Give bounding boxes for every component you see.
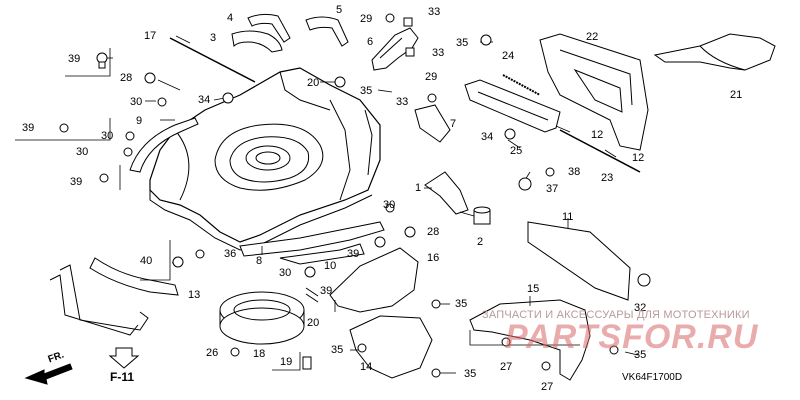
callout-1: 1 — [415, 182, 422, 194]
part-14-guard — [349, 315, 433, 379]
callout-39: 39 — [320, 285, 333, 297]
callout-27: 27 — [500, 361, 513, 373]
callout-20: 20 — [307, 317, 320, 329]
callout-18: 18 — [253, 348, 266, 360]
part-13-strap — [49, 257, 179, 336]
callout-35: 35 — [634, 349, 647, 361]
figure-reference-label: F-11 — [110, 370, 135, 384]
callout-30: 30 — [76, 146, 89, 158]
part-8-10-rods — [239, 221, 385, 265]
part-11-flap — [527, 221, 631, 301]
callout-33: 33 — [396, 96, 409, 108]
callout-30: 30 — [279, 267, 292, 279]
part-9-strap — [129, 117, 199, 173]
callout-14: 14 — [360, 361, 373, 373]
front-direction-arrow — [24, 363, 73, 385]
callout-19: 19 — [280, 356, 293, 368]
leader-lines — [107, 35, 639, 374]
part-18-rotor — [219, 291, 305, 345]
callout-10: 10 — [324, 260, 337, 272]
callout-37: 37 — [546, 183, 559, 195]
callout-24: 24 — [502, 50, 515, 62]
callout-26: 26 — [206, 347, 219, 359]
callout-5: 5 — [336, 4, 343, 16]
watermark-logo: PARTSFOR.RU — [505, 318, 759, 356]
callout-4: 4 — [227, 12, 234, 24]
callout-39: 39 — [347, 248, 360, 260]
callout-35: 35 — [456, 37, 469, 49]
callout-3: 3 — [210, 32, 217, 44]
callout-2: 2 — [477, 236, 484, 248]
callout-38: 38 — [568, 166, 581, 178]
callout-12: 12 — [632, 152, 645, 164]
part-15-cover — [469, 299, 591, 381]
callout-33: 33 — [428, 6, 441, 18]
callout-34: 34 — [198, 94, 211, 106]
part-25-rail — [464, 79, 561, 133]
part-21-handle — [653, 33, 776, 71]
callout-29: 29 — [360, 13, 373, 25]
callout-11: 11 — [562, 211, 574, 223]
callout-33: 33 — [432, 47, 445, 59]
grouping-brackets — [15, 48, 580, 371]
callout-20: 20 — [307, 77, 320, 89]
callout-30: 30 — [130, 96, 143, 108]
callout-6: 6 — [367, 36, 374, 48]
callout-32: 32 — [634, 302, 647, 314]
part-1-lever — [424, 171, 469, 215]
callout-15: 15 — [527, 283, 540, 295]
callout-29: 29 — [425, 71, 438, 83]
callout-27: 27 — [541, 381, 554, 393]
part-24-spring — [502, 74, 541, 96]
callout-35: 35 — [360, 85, 373, 97]
callout-23: 23 — [601, 172, 614, 184]
callout-39: 39 — [70, 176, 83, 188]
part-16-guard — [329, 247, 419, 313]
callout-35: 35 — [331, 344, 344, 356]
callout-39: 39 — [68, 53, 81, 65]
callout-25: 25 — [510, 145, 523, 157]
callout-13: 13 — [188, 289, 201, 301]
callout-16: 16 — [427, 252, 440, 264]
reference-arrow — [108, 347, 140, 369]
callout-39: 39 — [22, 122, 35, 134]
callout-40: 40 — [140, 255, 153, 267]
callout-12: 12 — [591, 129, 604, 141]
callout-7: 7 — [450, 118, 457, 130]
fasteners — [59, 34, 651, 378]
part-6-clip — [371, 13, 419, 71]
part-7-bracket — [414, 104, 451, 143]
callout-35: 35 — [455, 298, 468, 310]
callout-34: 34 — [481, 131, 494, 143]
watermark-caption: ЗАПЧАСТИ И АКСЕССУАРЫ ДЛЯ МОТОТЕХНИКИ — [482, 309, 750, 321]
callout-28: 28 — [427, 226, 440, 238]
callout-28: 28 — [120, 72, 133, 84]
part-23-rod — [559, 129, 641, 173]
callout-8: 8 — [256, 255, 263, 267]
callout-21: 21 — [730, 89, 743, 101]
callout-9: 9 — [136, 115, 143, 127]
mower-deck — [149, 67, 381, 251]
part-22-plate — [539, 33, 649, 151]
part-brackets-top — [231, 13, 349, 53]
callout-30: 30 — [101, 130, 114, 142]
part-2-bushing — [473, 206, 491, 225]
callout-30: 30 — [383, 199, 396, 211]
callout-17: 17 — [144, 30, 157, 42]
callout-35: 35 — [464, 368, 477, 380]
diagram-code: VK64F1700D — [622, 372, 683, 383]
part-17-rod — [169, 37, 256, 83]
callout-36: 36 — [224, 248, 237, 260]
callout-22: 22 — [586, 31, 599, 43]
